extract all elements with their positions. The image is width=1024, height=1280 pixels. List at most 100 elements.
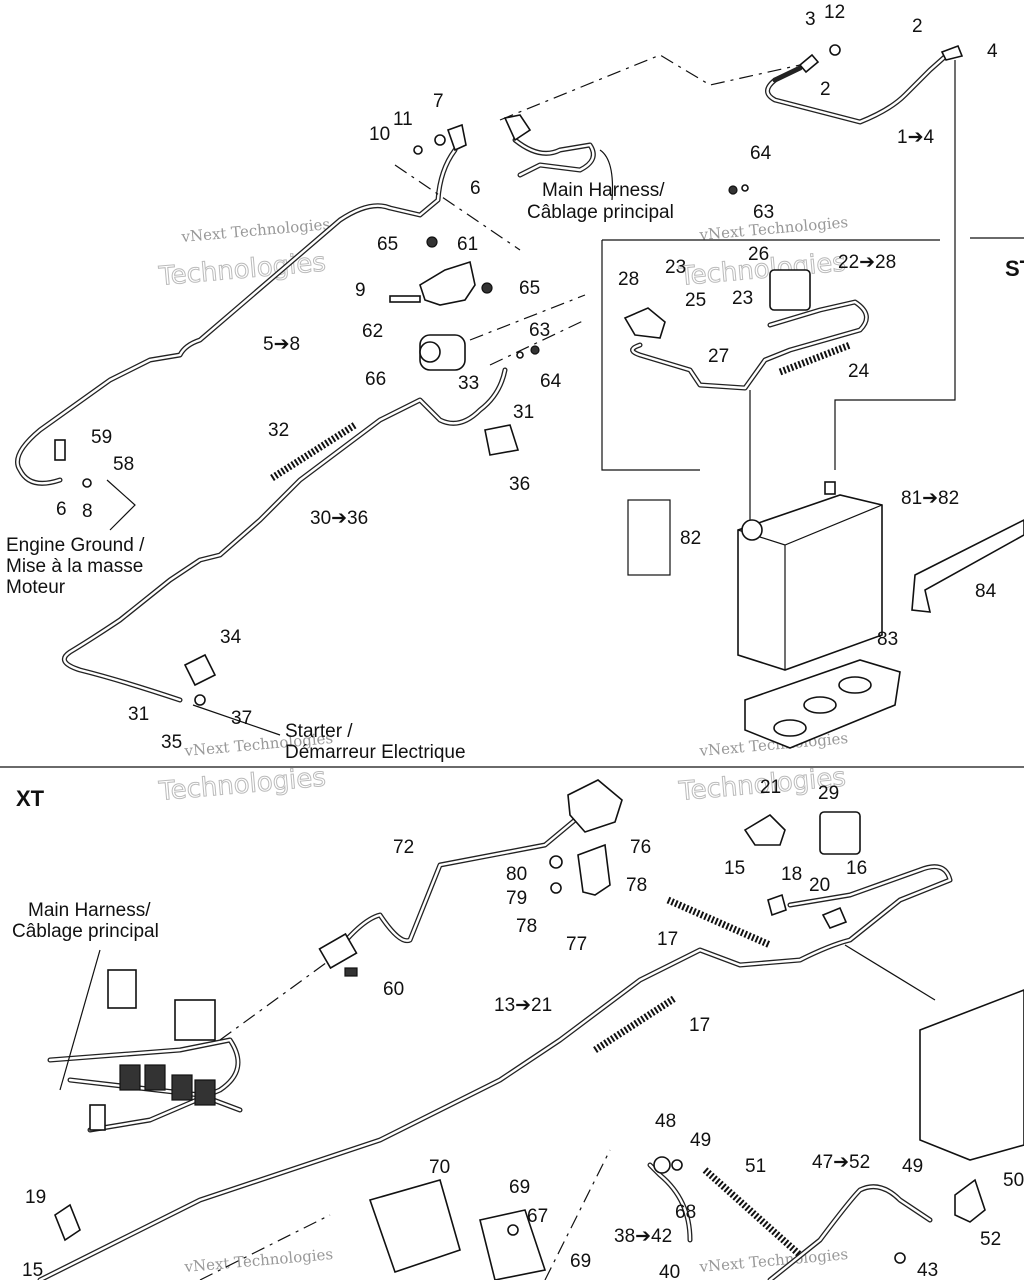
callout: 24: [848, 361, 870, 382]
callout: 70: [429, 1157, 450, 1178]
callout: 65: [519, 278, 540, 299]
washer-icon: [550, 882, 562, 894]
module-icon: [479, 1209, 547, 1280]
connector-icon: [503, 114, 532, 142]
callout: 64: [750, 143, 772, 164]
callout: 20: [809, 875, 830, 896]
bolt-icon: [507, 1224, 519, 1236]
callout: 52: [980, 1229, 1001, 1250]
callout: 3: [805, 9, 816, 30]
terminal-icon: [446, 123, 467, 152]
battery-icon: [919, 989, 1024, 1161]
callout: 10: [369, 124, 390, 145]
nut-icon: [829, 44, 841, 56]
callout: 9: [355, 280, 366, 301]
callout: 64: [540, 371, 562, 392]
callout: 2: [820, 79, 831, 100]
connector-icon: [89, 1104, 106, 1131]
section-label-xt: XT: [16, 786, 45, 811]
callout: 50: [1003, 1170, 1024, 1191]
heat-shrink-icon: [778, 341, 852, 376]
connector-icon: [194, 1079, 216, 1106]
connector-icon: [107, 969, 137, 1009]
section-label-st: ST: [1005, 256, 1024, 281]
engine-ground-note-fr: Mise à la masse: [6, 556, 143, 577]
bolt-icon: [54, 439, 66, 461]
tray-hole-icon: [773, 719, 807, 737]
engine-ground-note-en: Engine Ground /: [6, 535, 145, 556]
callout: 60: [383, 979, 404, 1000]
nut-icon: [194, 694, 206, 706]
nut-icon: [434, 134, 446, 146]
callout: 18: [781, 864, 802, 885]
main-harness-xt-note-en: Main Harness/: [28, 900, 151, 921]
boot-icon: [484, 424, 520, 456]
top-wiring: [15, 51, 951, 703]
callout: 31: [128, 704, 149, 725]
battery-icon: [737, 494, 883, 671]
callout: 23: [732, 288, 753, 309]
callout: 12: [824, 2, 845, 23]
nut-icon: [426, 236, 438, 248]
callout: 2: [912, 16, 923, 37]
bottom-parts: [54, 779, 1024, 1280]
callout: 63: [529, 320, 550, 341]
callout: 36: [509, 474, 530, 495]
callout: 49: [690, 1130, 711, 1151]
tray-hole-icon: [838, 676, 872, 694]
bracket-icon: [419, 260, 476, 306]
callout: 26: [748, 244, 769, 265]
terminal-icon: [653, 1156, 671, 1174]
callout: 8: [82, 501, 93, 522]
bottom-dashed-leaders: [59, 944, 936, 1280]
callout: 48: [655, 1111, 676, 1132]
callout: 4: [987, 41, 998, 62]
top-dashed-leaders: [106, 54, 956, 736]
callout: 47➔52: [812, 1152, 870, 1173]
callout: 33: [458, 373, 479, 394]
callout: 15: [724, 858, 745, 879]
callout: 69: [570, 1251, 591, 1272]
callout: 34: [220, 627, 242, 648]
callout: 1➔4: [897, 127, 934, 148]
callout: 11: [393, 109, 413, 130]
washer-icon: [516, 351, 524, 359]
callout: 35: [161, 732, 182, 753]
bolt-icon: [549, 855, 563, 869]
heat-shrink-icon: [666, 896, 772, 949]
callout: 78: [516, 916, 537, 937]
callout: 61: [457, 234, 478, 255]
callout: 13➔21: [494, 995, 552, 1016]
callout: 28: [618, 269, 639, 290]
callout: 23: [665, 257, 686, 278]
washer-icon: [741, 184, 749, 192]
connector-icon: [144, 1064, 166, 1091]
terminal-icon: [798, 53, 820, 74]
engine-ground-note-fr2: Moteur: [6, 577, 66, 598]
callout: 49: [902, 1156, 923, 1177]
main-harness-xt-note-fr: Câblage principal: [12, 921, 159, 942]
connector-icon: [171, 1074, 193, 1101]
starter-note-fr: Démarreur Electrique: [285, 742, 466, 763]
callout: 37: [231, 708, 252, 729]
hardware-kit-box: [627, 499, 671, 576]
washer-icon: [413, 145, 423, 155]
battery-terminal-icon: [824, 481, 836, 495]
callout: 69: [509, 1177, 530, 1198]
terminal-icon: [821, 906, 848, 929]
callout: 22➔28: [838, 252, 896, 273]
callout: 58: [113, 454, 134, 475]
callout: 25: [685, 290, 706, 311]
boot-icon: [623, 307, 666, 339]
starter-note-en: Starter /: [285, 721, 353, 742]
bolt-icon: [389, 295, 421, 303]
washer-icon: [671, 1159, 683, 1171]
washer-icon: [82, 478, 92, 488]
callout: 27: [708, 346, 729, 367]
callout: 72: [393, 837, 414, 858]
callout: 6: [56, 499, 67, 520]
nut-icon: [530, 345, 540, 355]
heat-shrink-icon: [270, 422, 357, 481]
callout: 17: [657, 929, 678, 950]
connector-icon: [174, 999, 216, 1041]
